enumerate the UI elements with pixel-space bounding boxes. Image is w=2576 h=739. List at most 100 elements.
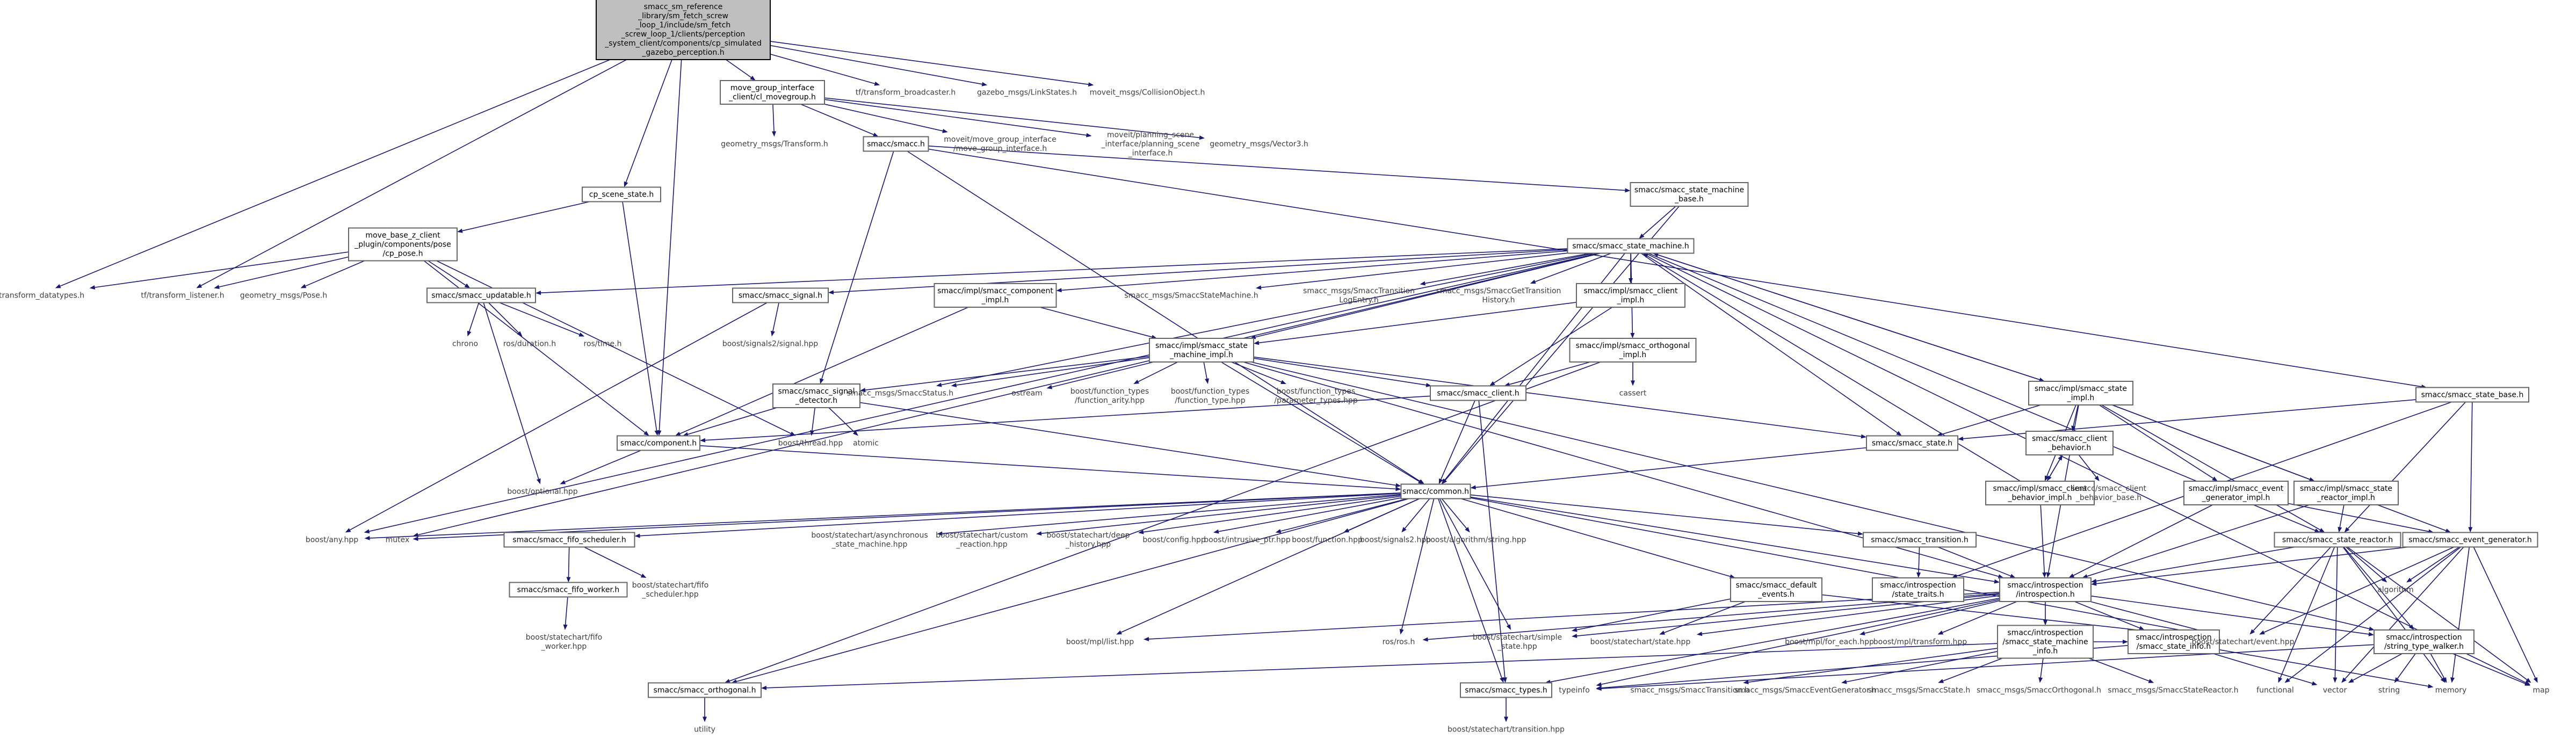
node-smacc-smacc-state-machine-base-h[interactable]: smacc/smacc_state_machine_base.h	[1630, 182, 1749, 207]
edge-line	[2073, 504, 2213, 576]
node-smacc-impl-smacc-event-generator-impl-h[interactable]: smacc/impl/smacc_event_generator_impl.h	[2183, 481, 2289, 505]
edge-n63-to-n70	[2346, 546, 2387, 583]
node-move-group-interface-client-cl-movegroup-h[interactable]: move_group_interface_client/cl_movegroup…	[720, 80, 825, 105]
node-smacc-introspection-introspection-h[interactable]: smacc/introspection/introspection.h	[1999, 577, 2092, 602]
edge-arrowhead	[1395, 487, 1401, 491]
edge-arrowhead	[1470, 485, 1476, 490]
node-label: _impl.h	[1617, 296, 1645, 305]
node-smacc-smacc-orthogonal-h[interactable]: smacc/smacc_orthogonal.h	[648, 682, 762, 698]
node-boost-mpl-list-hpp: boost/mpl/list.hpp	[1066, 638, 1134, 647]
node-box	[2183, 481, 2289, 505]
node-cp-scene-state-h[interactable]: cp_scene_state.h	[582, 186, 661, 202]
edge-line	[1052, 361, 1154, 388]
edge-n28-to-n35	[1203, 361, 1209, 384]
edge-line	[659, 59, 682, 431]
node-smacc-impl-smacc-state-machine-impl-h[interactable]: smacc/impl/smacc_state_machine_impl.h	[1149, 338, 1254, 363]
edge-n19-to-n40	[675, 307, 969, 436]
node-label: boost/function.hpp	[1292, 536, 1363, 545]
edge-arrowhead	[196, 284, 202, 288]
edge-arrowhead	[1653, 252, 1659, 257]
node-label: smacc_msgs/SmaccOrthogonal.h	[1977, 686, 2101, 695]
edge-arrowhead	[2123, 640, 2128, 644]
edge-arrowhead	[951, 383, 957, 388]
edge-arrowhead	[2148, 679, 2154, 683]
edge-arrowhead	[1343, 528, 1350, 533]
node-geometry-msgs-pose-h: geometry_msgs/Pose.h	[240, 292, 327, 300]
edge-line	[1251, 361, 2370, 629]
node-move-base-z-client-plugin-components-pose-cp-pose-h[interactable]: move_base_z_client_plugin/components/pos…	[348, 227, 458, 262]
node-label: tf/transform_broadcaster.h	[856, 89, 956, 97]
node-smacc-impl-smacc-component-impl-h[interactable]: smacc/impl/smacc_component_impl.h	[934, 283, 1057, 308]
edge-n28-to-n31	[860, 356, 1150, 393]
node-smacc-impl-smacc-client-impl-h[interactable]: smacc/impl/smacc_client_impl.h	[1576, 283, 1685, 308]
edge-line	[428, 260, 466, 286]
edge-line	[2040, 658, 2044, 678]
node-label: /smacc_state_machine	[2002, 638, 2088, 647]
edge-line	[1535, 252, 1612, 282]
node-label: smacc/introspection	[2007, 581, 2083, 590]
edge-line	[1943, 657, 2003, 682]
node-label: boost/statechart/fifo	[632, 581, 708, 590]
node-label: _reactor_impl.h	[2317, 494, 2375, 502]
node-ros-time-h: ros/time.h	[584, 340, 622, 349]
node-label: _system_client/components/cp_simulated	[604, 39, 762, 48]
edge-line	[1280, 498, 1408, 532]
edge-arrowhead	[2314, 528, 2320, 533]
node-label: /function_arity.hpp	[1075, 396, 1145, 405]
node-smacc-smacc-state-machine-h[interactable]: smacc/smacc_state_machine.h	[1567, 238, 1695, 254]
node-smacc-smacc-signal-h[interactable]: smacc/smacc_signal.h	[732, 287, 829, 303]
node-smacc-smacc-fifo-scheduler-h[interactable]: smacc/smacc_fifo_scheduler.h	[503, 532, 635, 548]
node-smacc-smacc-client-h[interactable]: smacc/smacc_client.h	[1430, 385, 1526, 401]
node-smacc-introspection-smacc-state-info-h[interactable]: smacc/introspection/smacc_state_info.h	[2128, 629, 2220, 654]
node-smacc-smacc-h[interactable]: smacc/smacc.h	[863, 136, 929, 152]
edge-line	[60, 59, 611, 287]
node-smacc-impl-smacc-state-impl-h[interactable]: smacc/impl/smacc_state_impl.h	[2028, 381, 2133, 405]
node-smacc-smacc-state-base-h[interactable]: smacc/smacc_state_base.h	[2415, 387, 2529, 403]
edge-n23-to-n37	[1489, 307, 1613, 386]
edge-line	[729, 361, 1601, 682]
node-smacc-smacc-client-behavior-base-h: smacc/smacc_client_behavior_base.h	[2071, 484, 2146, 502]
node-smacc-smacc-event-generator-h[interactable]: smacc/smacc_event_generator.h	[2402, 532, 2538, 548]
node-smacc-impl-smacc-state-reactor-impl-h[interactable]: smacc/impl/smacc_state_reactor_impl.h	[2293, 481, 2399, 505]
node-label: smacc/smacc_event_generator.h	[2408, 536, 2532, 545]
node-box	[1997, 625, 2094, 659]
node-smacc-smacc-client-behavior-h[interactable]: smacc/smacc_client_behavior.h	[2025, 431, 2114, 455]
edge-line	[772, 104, 775, 132]
edge-n63-to-n91	[2333, 547, 2338, 683]
node-smacc-smacc-state-h[interactable]: smacc/smacc_state.h	[1866, 435, 1958, 451]
edge-arrowhead	[1399, 628, 1404, 635]
node-smacc-smacc-state-reactor-h[interactable]: smacc/smacc_state_reactor.h	[2274, 532, 2401, 548]
edge-line	[1221, 361, 1420, 482]
root-file-node-smacc-sm-reference-library-sm-fetch-screw-loop-1-include-sm-fetch-screw-loop-1-clients-perception-system-client-components-cp-simulated-gazebo-perception-h[interactable]: smacc_sm_reference_library/sm_fetch_scre…	[596, 0, 771, 60]
edge-line	[2090, 601, 2211, 634]
edge-n69-to-n81	[2090, 595, 2374, 636]
node-label: /string_type_walker.h	[2384, 642, 2464, 651]
node-label: smacc/smacc_state_reactor.h	[2282, 536, 2393, 545]
node-smacc-impl-smacc-orthogonal-impl-h[interactable]: smacc/impl/smacc_orthogonal_impl.h	[1569, 338, 1697, 363]
edge-line	[1658, 254, 2045, 382]
edge-n64-to-n70	[2406, 546, 2460, 583]
node-smacc-introspection-smacc-state-machine-info-h[interactable]: smacc/introspection/smacc_state_machine_…	[1997, 625, 2094, 659]
node-smacc-smacc-types-h[interactable]: smacc/smacc_types.h	[1460, 682, 1552, 698]
node-smacc-smacc-signal-detector-h[interactable]: smacc/smacc_signal_detector.h	[772, 383, 860, 408]
node-smacc-smacc-updatable-h[interactable]: smacc/smacc_updatable.h	[426, 287, 536, 303]
edge-line	[2347, 546, 2528, 680]
node-smacc-introspection-string-type-walker-h[interactable]: smacc/introspection/string_type_walker.h	[2374, 629, 2474, 654]
node-algorithm: algorithm	[2377, 586, 2414, 595]
node-smacc-common-h[interactable]: smacc/common.h	[1400, 483, 1471, 499]
node-box	[1630, 182, 1749, 207]
edge-arrowhead	[1401, 527, 1407, 533]
node-smacc-smacc-transition-h[interactable]: smacc/smacc_transition.h	[1863, 532, 1977, 548]
node-smacc-smacc-default-events-h[interactable]: smacc/smacc_default_events.h	[1730, 577, 1822, 602]
edge-line	[2430, 653, 2445, 679]
edge-arrowhead	[1696, 632, 1703, 636]
node-smacc-smacc-fifo-worker-h[interactable]: smacc/smacc_fifo_worker.h	[509, 582, 628, 598]
node-smacc-introspection-state-traits-h[interactable]: smacc/introspection/state_traits.h	[1872, 577, 1964, 602]
node-ros-duration-h: ros/duration.h	[503, 340, 556, 349]
edge-line	[499, 302, 580, 335]
node-smacc-component-h[interactable]: smacc/component.h	[617, 435, 700, 451]
node-smacc-impl-smacc-client-behavior-impl-h[interactable]: smacc/impl/smacc_client_behavior_impl.h	[1985, 481, 2095, 505]
edge-arrowhead	[1056, 288, 1062, 293]
edge-arrowhead	[1438, 478, 1443, 484]
